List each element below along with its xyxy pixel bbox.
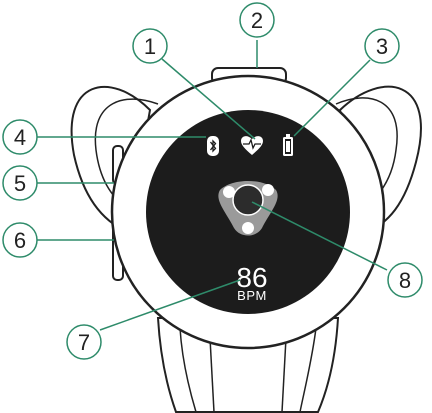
- sensor-center: [233, 185, 263, 215]
- callout-2-label: 2: [251, 8, 263, 33]
- callout-7-label: 7: [78, 330, 90, 355]
- callout-8: 8: [388, 263, 422, 297]
- callout-6-label: 6: [14, 228, 26, 253]
- callout-3: 3: [365, 29, 399, 63]
- heart-rate-unit: BPM: [237, 288, 267, 303]
- callout-4: 4: [3, 120, 37, 154]
- callout-1: 1: [133, 29, 167, 63]
- sensor-led-bottom: [242, 222, 254, 234]
- callout-2: 2: [240, 3, 274, 37]
- callout-3-label: 3: [376, 34, 388, 59]
- callout-4-label: 4: [14, 125, 26, 150]
- callout-1-label: 1: [144, 34, 156, 59]
- callout-6: 6: [3, 223, 37, 257]
- callout-5-label: 5: [14, 171, 26, 196]
- battery-icon: [283, 134, 293, 156]
- callout-8-label: 8: [399, 268, 411, 293]
- sensor-led-right: [262, 184, 274, 196]
- bluetooth-icon: [207, 136, 219, 156]
- callout-5: 5: [3, 166, 37, 200]
- callout-7: 7: [67, 325, 101, 359]
